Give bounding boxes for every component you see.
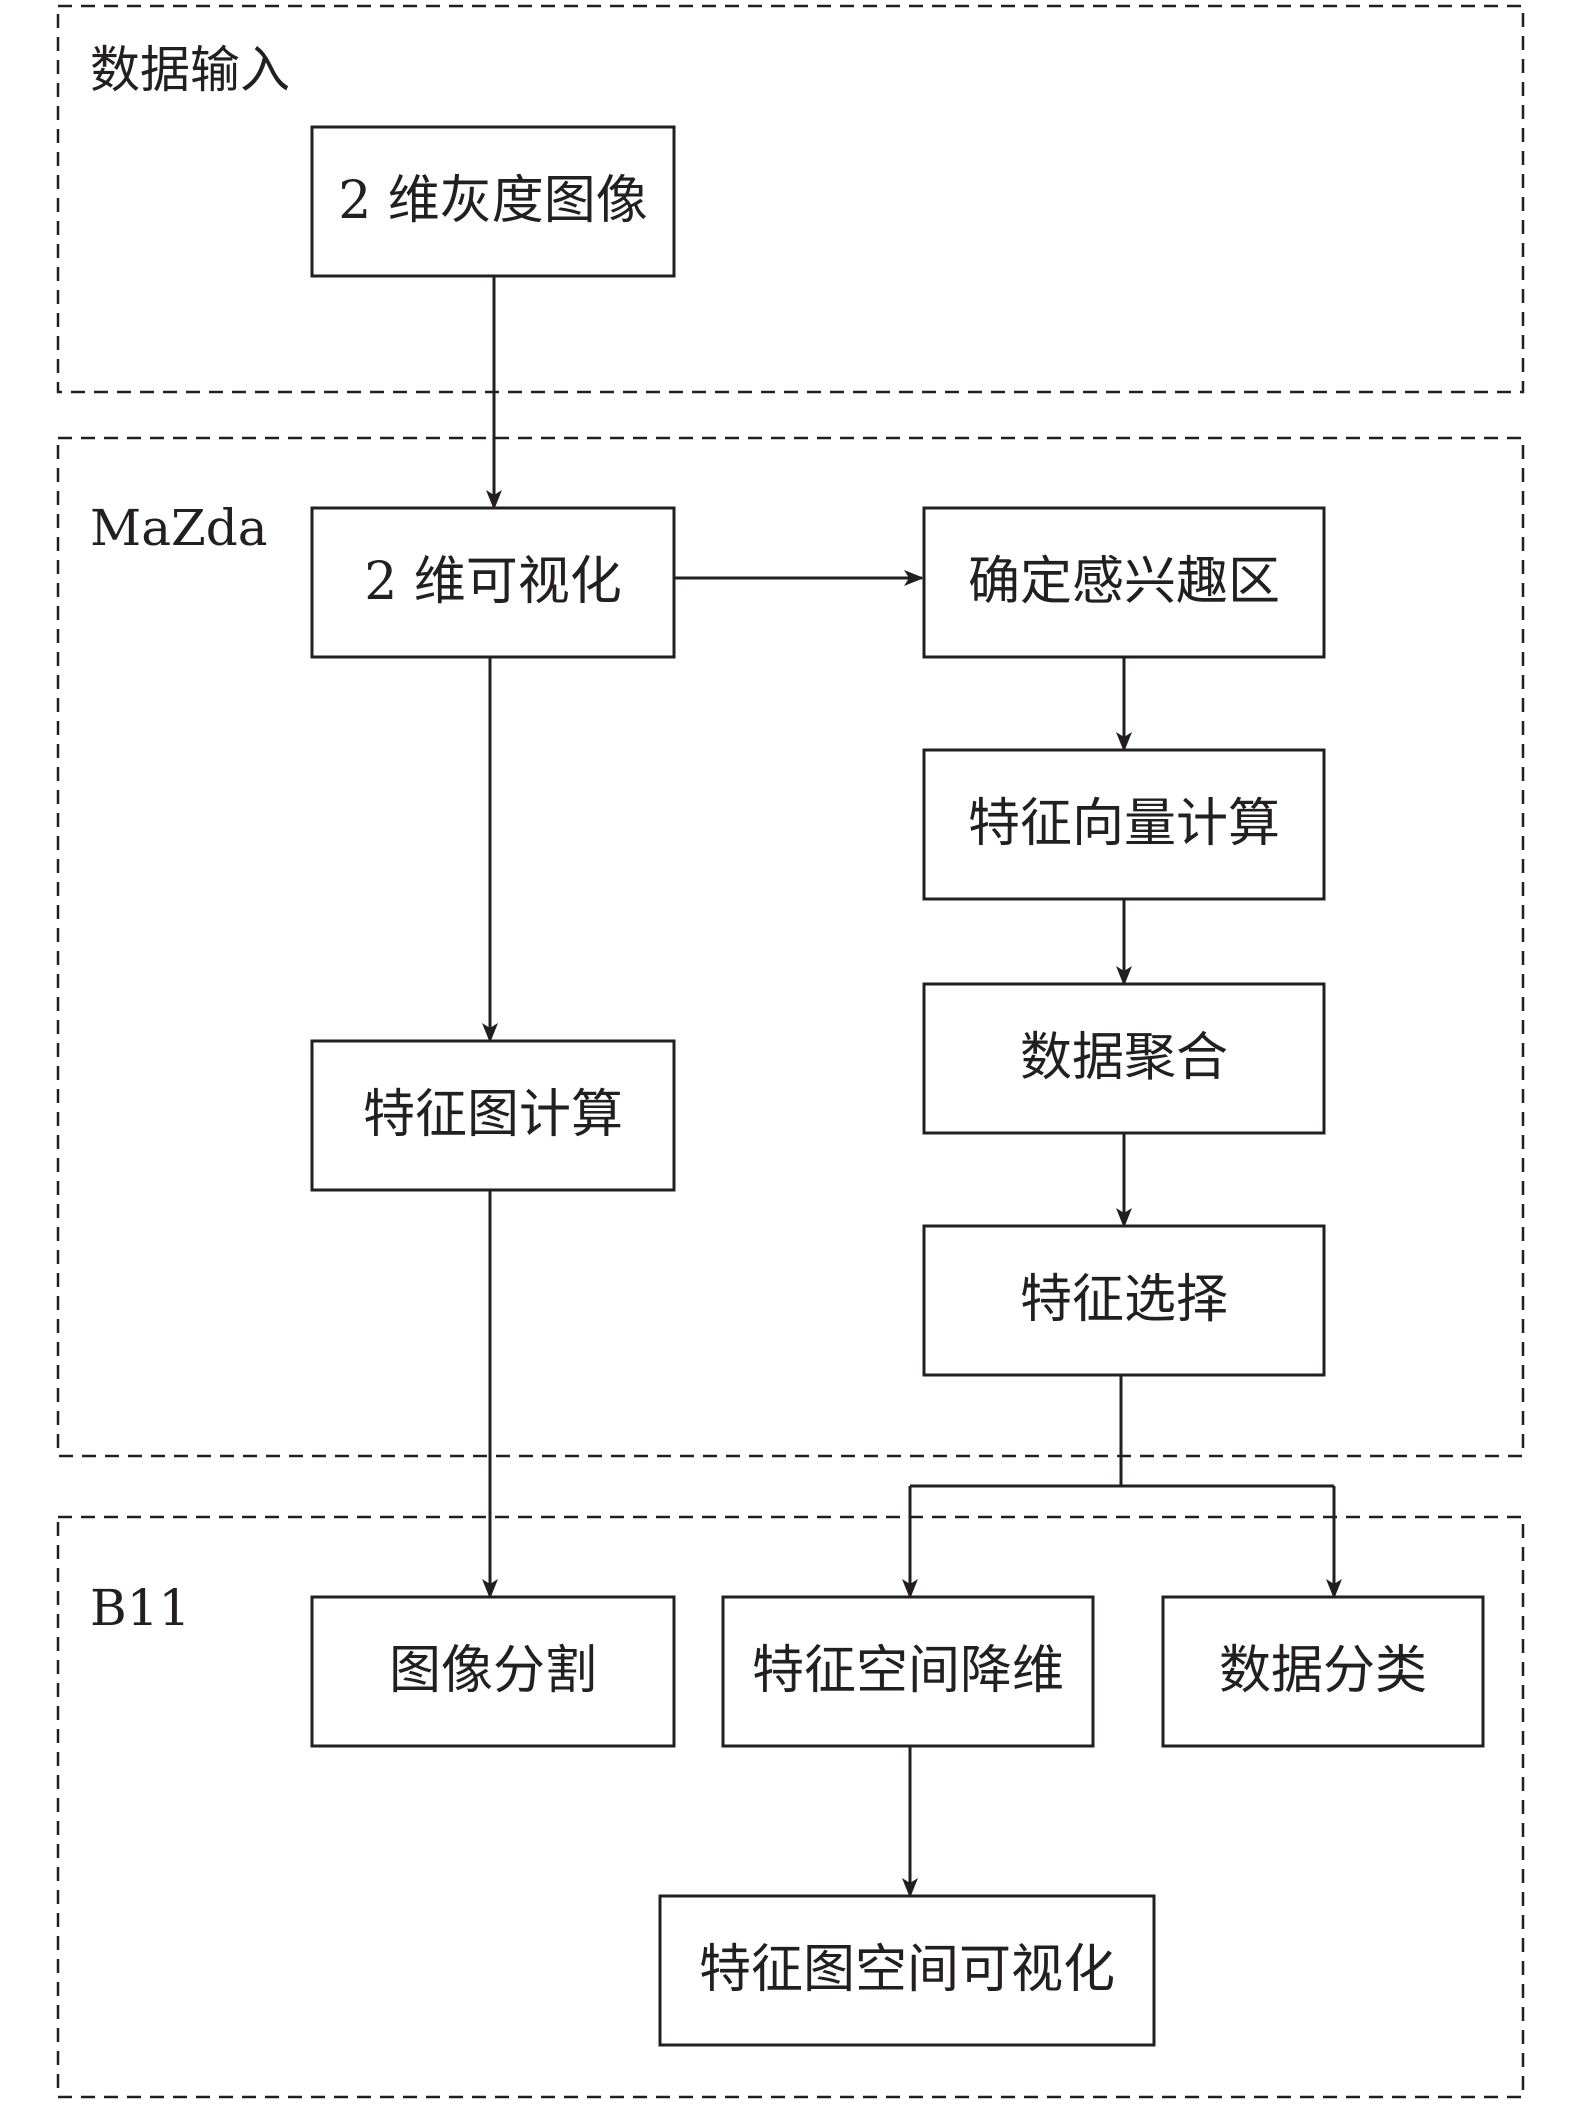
node-image-segmentation: 图像分割 (310, 1595, 676, 1748)
node-feature-space-vis: 特征图空间可视化 (658, 1894, 1156, 2047)
node-dim-reduction: 特征空间降维 (721, 1595, 1095, 1748)
node-feature-vector: 特征向量计算 (922, 748, 1326, 901)
group-b11-label: B11 (90, 1579, 190, 1637)
group-mazda-label: MaZda (90, 499, 268, 557)
node-feature-map: 特征图计算 (310, 1039, 676, 1192)
node-data-classification: 数据分类 (1161, 1595, 1485, 1748)
group-b11 (56, 1515, 1525, 2099)
group-data-input (56, 4, 1525, 394)
node-visualize-2d: 2 维可视化 (310, 506, 676, 659)
node-dim-reduction-label: 特征空间降维 (752, 1641, 1064, 1701)
node-visualize-2d-label: 2 维可视化 (364, 552, 622, 612)
node-roi: 确定感兴趣区 (922, 506, 1326, 659)
node-feature-vector-label: 特征向量计算 (968, 794, 1280, 854)
node-feature-space-vis-label: 特征图空间可视化 (699, 1940, 1115, 2000)
node-data-aggregation-label: 数据聚合 (1020, 1028, 1228, 1088)
node-data-aggregation: 数据聚合 (922, 982, 1326, 1135)
node-gray-image: 2 维灰度图像 (310, 125, 676, 278)
node-data-classification-label: 数据分类 (1219, 1641, 1427, 1701)
node-roi-label: 确定感兴趣区 (968, 552, 1280, 612)
node-feature-map-label: 特征图计算 (363, 1085, 623, 1145)
node-feature-selection: 特征选择 (922, 1224, 1326, 1377)
group-data-input-label: 数据输入 (90, 41, 290, 99)
node-gray-image-label: 2 维灰度图像 (338, 171, 648, 231)
node-feature-selection-label: 特征选择 (1020, 1270, 1228, 1330)
node-image-segmentation-label: 图像分割 (389, 1641, 597, 1701)
